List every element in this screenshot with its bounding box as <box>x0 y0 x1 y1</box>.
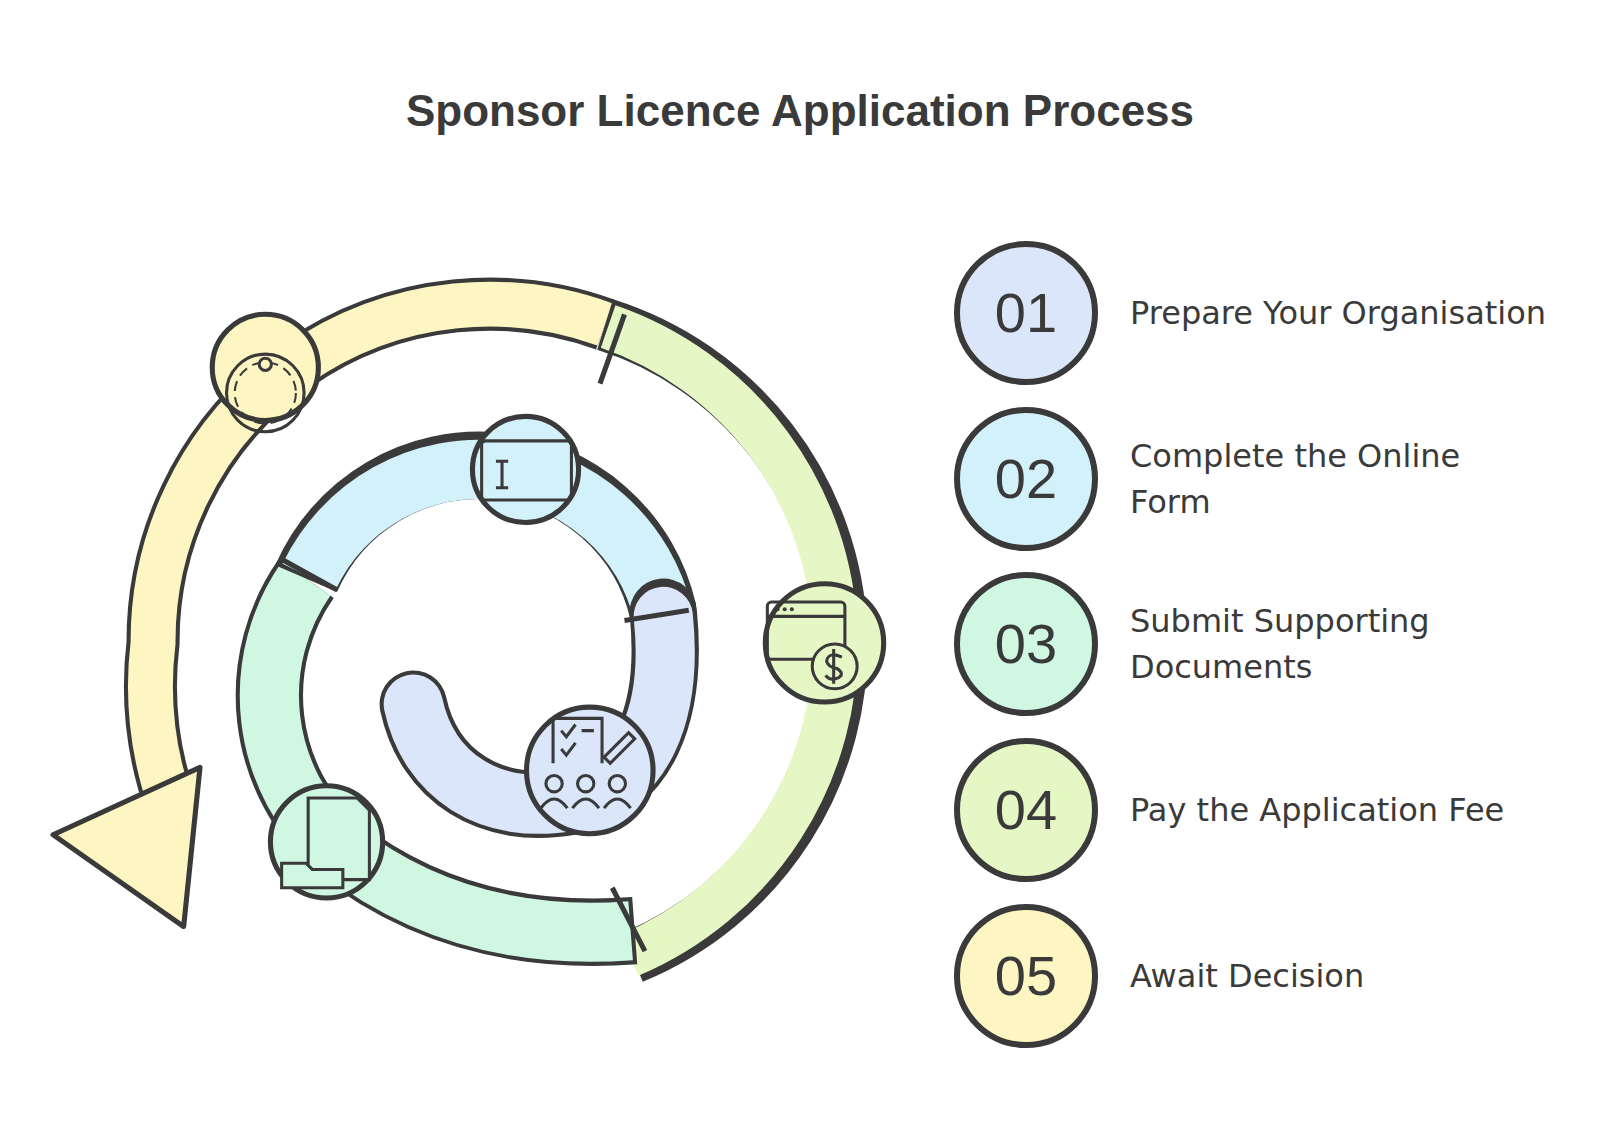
step-label: Prepare Your Organisation <box>1130 290 1550 336</box>
step-number: 01 <box>952 239 1100 387</box>
step-circle: 03Submit Supporting Documents <box>952 570 1100 718</box>
step-number: 05 <box>952 902 1100 1050</box>
diagram-title: Sponsor Licence Application Process <box>0 86 1600 136</box>
step-circle: 05Await Decision <box>952 902 1100 1050</box>
step-label: Submit Supporting Documents <box>1130 598 1550 691</box>
step-circle: 01Prepare Your Organisation <box>952 239 1100 387</box>
step-circle: 02Complete the Online Form <box>952 405 1100 553</box>
step-label: Await Decision <box>1130 953 1550 999</box>
step-number: 02 <box>952 405 1100 553</box>
step-circle: 04Pay the Application Fee <box>952 736 1100 884</box>
step-number: 04 <box>952 736 1100 884</box>
step-label: Complete the Online Form <box>1130 433 1550 526</box>
step-number: 03 <box>952 570 1100 718</box>
step-label: Pay the Application Fee <box>1130 787 1550 833</box>
